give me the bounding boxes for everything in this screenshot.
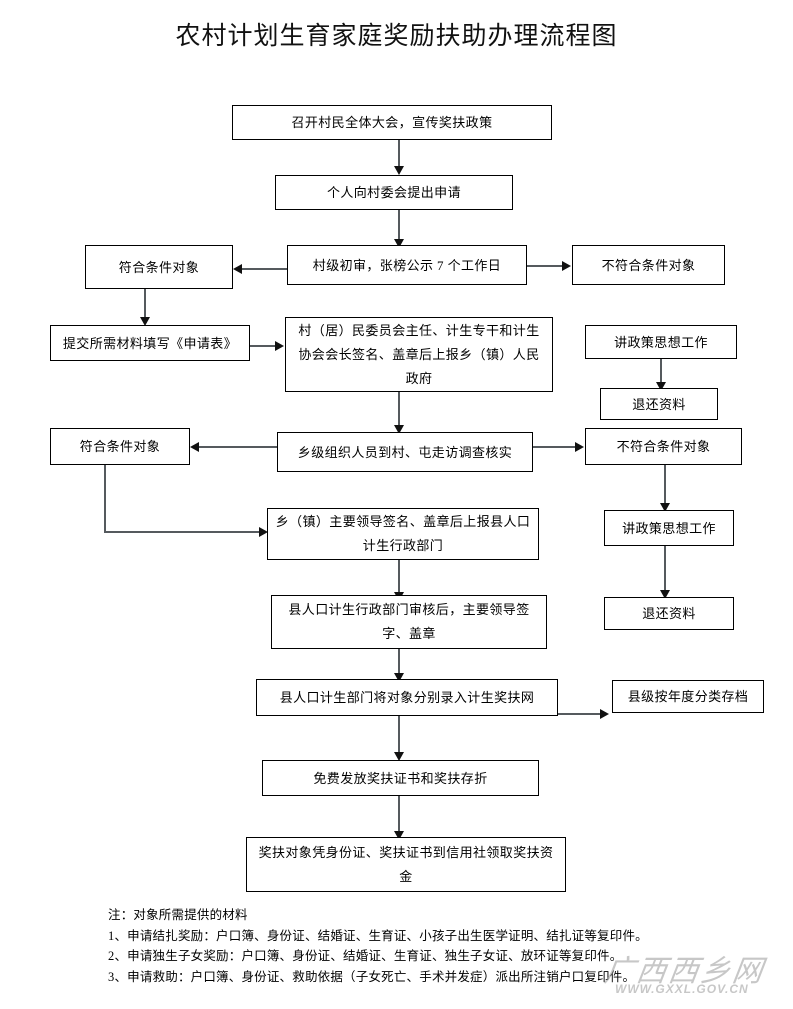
connector-n13-n14 (398, 716, 400, 758)
node-label: 县级按年度分类存档 (627, 689, 749, 704)
node-policy-counseling-1: 讲政策思想工作 (585, 325, 737, 359)
arrow-n8-left (190, 442, 199, 452)
node-label: 召开村民全体大会，宣传奖扶政策 (291, 115, 493, 130)
node-individual-application: 个人向村委会提出申请 (275, 175, 513, 210)
arrow-n4-n5 (275, 341, 284, 351)
node-label: 奖扶对象凭身份证、奖扶证书到信用社领取奖扶资金 (258, 844, 554, 884)
note-item-2: 2、申请独生子女奖励：户口簿、身份证、结婚证、生育证、独生子女证、放环证等复印件… (108, 949, 623, 963)
note-item-3: 3、申请救助：户口簿、身份证、救助依据（子女死亡、手术并发症）派出所注销户口复印… (108, 969, 636, 984)
arrow-n3-right (562, 261, 571, 271)
arrow-n3left-n4 (139, 317, 150, 326)
arrow-n5-n8 (393, 425, 404, 434)
node-submit-materials-form: 提交所需材料填写《申请表》 (50, 325, 250, 361)
node-enter-into-reward-network: 县人口计生部门将对象分别录入计生奖扶网 (256, 679, 558, 716)
node-county-review-signature: 县人口计生行政部门审核后，主要领导签字、盖章 (271, 595, 547, 649)
arrow-n6-n7 (655, 382, 666, 391)
node-village-preliminary-review: 村级初审，张榜公示 7 个工作日 (287, 245, 527, 285)
connector-n5-n8 (398, 392, 400, 430)
node-label: 村（居）民委员会主任、计生专干和计生协会会长签名、盖章后上报乡（镇）人民政府 (298, 322, 540, 386)
notes-header: 注：对象所需提供的材料 (108, 908, 248, 922)
arrow-n1-n2 (393, 166, 404, 175)
note-item-1: 1、申请结扎奖励：户口簿、身份证、结婚证、生育证、小孩子出生医学证明、结扎证等复… (108, 928, 648, 943)
node-county-annual-archiving: 县级按年度分类存档 (612, 680, 764, 713)
arrow-n14-n15 (393, 831, 404, 840)
node-label: 符合条件对象 (79, 439, 161, 454)
node-label: 村级初审，张榜公示 7 个工作日 (312, 257, 502, 273)
node-policy-counseling-2: 讲政策思想工作 (604, 510, 734, 546)
node-unqualified-object-1: 不符合条件对象 (572, 245, 725, 285)
node-village-assembly: 召开村民全体大会，宣传奖扶政策 (232, 105, 552, 140)
node-qualified-object-2: 符合条件对象 (50, 428, 190, 465)
node-collect-funds-credit-union: 奖扶对象凭身份证、奖扶证书到信用社领取奖扶资金 (246, 837, 566, 892)
node-label: 乡级组织人员到村、屯走访调查核实 (297, 444, 513, 460)
arrow-n8left-n9 (259, 527, 268, 537)
connector-n3-right (527, 265, 563, 267)
connector-n3left-n4 (144, 289, 146, 322)
node-label: 县人口计生行政部门审核后，主要领导签字、盖章 (288, 602, 530, 641)
page-title: 农村计划生育家庭奖励扶助办理流程图 (175, 23, 618, 50)
connector-n8left-n9-horizontal (104, 531, 262, 533)
node-label: 提交所需材料填写《申请表》 (62, 335, 238, 351)
connector-n8-right (533, 446, 576, 448)
connector-n1-n2 (398, 140, 400, 172)
connector-n10-n11 (664, 546, 666, 595)
node-label: 退还资料 (642, 606, 696, 621)
node-return-materials-1: 退还资料 (600, 388, 718, 420)
connector-n9-n12 (398, 560, 400, 597)
node-return-materials-2: 退还资料 (604, 597, 734, 630)
arrow-n2-n3 (393, 239, 404, 248)
connector-n8left-n9-vertical (104, 465, 106, 532)
connector-n12-n13 (398, 649, 400, 679)
node-label: 乡（镇）主要领导签名、盖章后上报县人口计生行政部门 (275, 514, 531, 553)
arrow-n3-left (233, 264, 242, 274)
node-label: 县人口计生部门将对象分别录入计生奖扶网 (279, 690, 535, 705)
connector-n2-n3 (398, 210, 400, 245)
notes-block: 注：对象所需提供的材料 1、申请结扎奖励：户口簿、身份证、结婚证、生育证、小孩子… (108, 905, 778, 987)
node-label: 个人向村委会提出申请 (326, 185, 461, 200)
arrow-n12-n13 (393, 673, 404, 682)
node-township-leader-signature: 乡（镇）主要领导签名、盖章后上报县人口计生行政部门 (267, 508, 539, 560)
node-label: 退还资料 (632, 396, 686, 412)
node-township-field-verification: 乡级组织人员到村、屯走访调查核实 (277, 432, 533, 472)
connector-n8right-n10 (664, 465, 666, 508)
connector-n8-left (199, 446, 277, 448)
node-unqualified-object-2: 不符合条件对象 (585, 428, 742, 465)
node-issue-certificate-passbook: 免费发放奖扶证书和奖扶存折 (262, 760, 539, 796)
connector-n4-n5 (250, 345, 278, 347)
node-qualified-object-1: 符合条件对象 (85, 245, 233, 289)
node-label: 免费发放奖扶证书和奖扶存折 (313, 770, 488, 786)
arrow-n8right-n10 (659, 503, 670, 512)
arrow-n13-right (600, 709, 609, 719)
node-label: 不符合条件对象 (616, 439, 711, 454)
connector-n13-right (558, 713, 604, 715)
node-label: 不符合条件对象 (601, 257, 696, 273)
arrow-n10-n11 (659, 590, 670, 599)
connector-n3-left (242, 268, 287, 270)
connector-n14-n15 (398, 796, 400, 837)
node-label: 符合条件对象 (118, 259, 200, 275)
node-label: 讲政策思想工作 (614, 334, 708, 350)
node-village-committee-signature: 村（居）民委员会主任、计生专干和计生协会会长签名、盖章后上报乡（镇）人民政府 (285, 317, 553, 392)
connector-n6-n7 (660, 359, 662, 387)
arrow-n8-right (575, 442, 584, 452)
node-label: 讲政策思想工作 (622, 520, 716, 536)
arrow-n13-n14 (393, 752, 404, 761)
